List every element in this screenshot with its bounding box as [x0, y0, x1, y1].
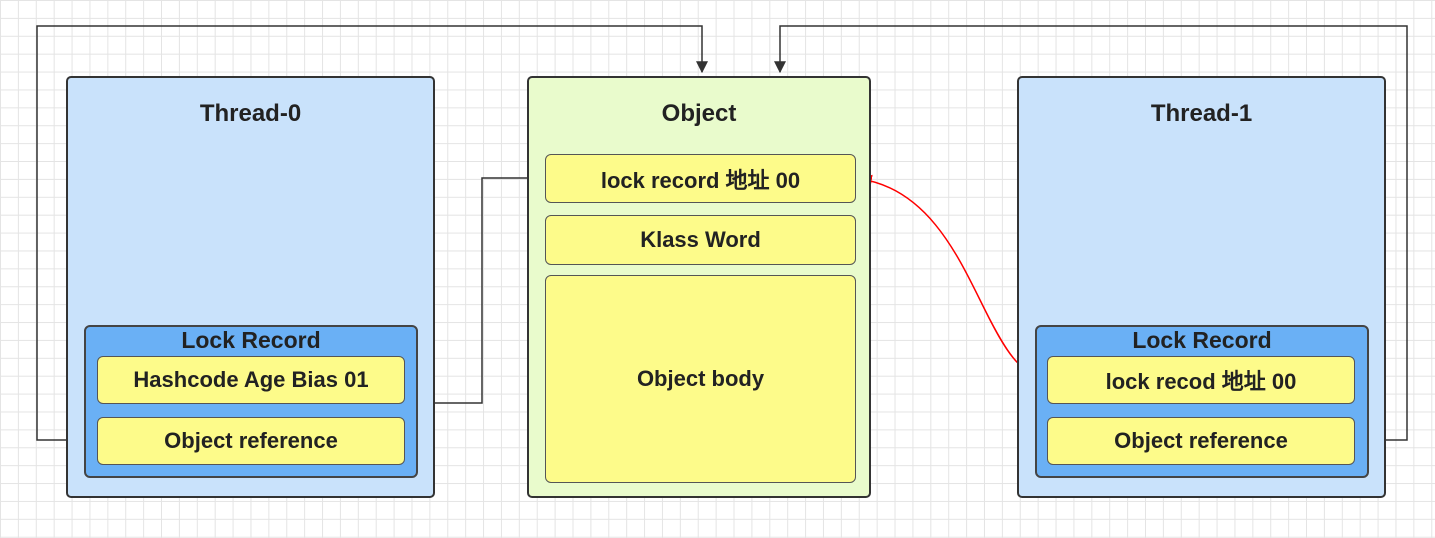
- thread1-title: Thread-1: [1150, 100, 1253, 127]
- header-to-thread0-lock-record-link: [419, 177, 545, 409]
- thread1-lock-record-address-cell: lock recod 地址 00: [1047, 356, 1355, 404]
- thread1-lock-record-title: Lock Record: [1132, 327, 1272, 353]
- thread0-title: Thread-0: [199, 100, 302, 127]
- object-body-cell: Object body: [545, 275, 856, 483]
- thread1-object-reference-link: [774, 25, 1408, 441]
- object-header-cell: lock record 地址 00: [545, 154, 856, 203]
- thread0-object-reference-link: [36, 25, 708, 441]
- thread1-object-reference-cell: Object reference: [1047, 417, 1355, 465]
- thread0-hashcode-cell: Hashcode Age Bias 01: [97, 356, 405, 404]
- object-title: Object: [661, 100, 737, 127]
- klass-word-cell: Klass Word: [545, 215, 856, 265]
- thread0-lock-record-title: Lock Record: [181, 327, 321, 353]
- thread0-object-reference-cell: Object reference: [97, 417, 405, 465]
